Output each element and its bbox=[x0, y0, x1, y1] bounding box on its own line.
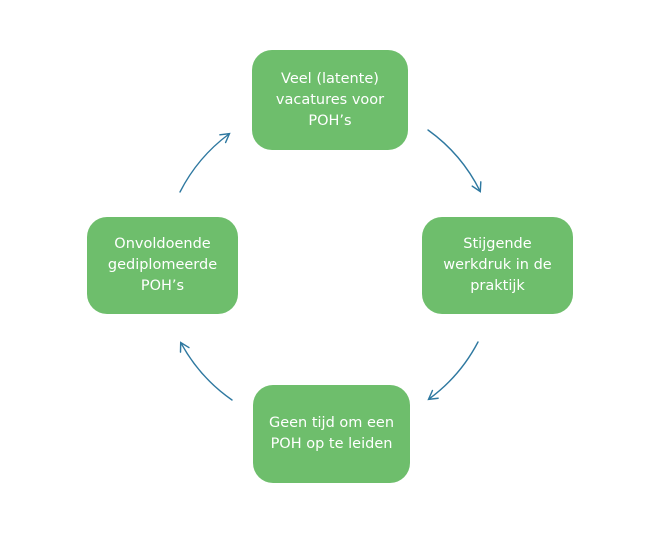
node-top-line-3: POH’s bbox=[308, 112, 352, 129]
cycle-node-bottom: Geen tijd om een POH op te leiden bbox=[253, 385, 410, 483]
arrow-left-to-top-icon bbox=[179, 132, 231, 193]
node-top-line-1: Veel (latente) bbox=[281, 70, 379, 87]
node-left-line-3: POH’s bbox=[140, 278, 185, 294]
node-top-line-2: vacatures voor bbox=[275, 91, 385, 108]
node-left-line-2: gediplomeerde bbox=[107, 257, 218, 273]
node-right-line-2: werkdruk in de bbox=[443, 257, 552, 273]
cycle-node-right: Stijgende werkdruk in de praktijk bbox=[422, 217, 573, 314]
node-left-line-1: Onvoldoende bbox=[114, 236, 211, 252]
arrow-right-to-bottom-icon bbox=[427, 341, 479, 401]
arrow-bottom-to-left-icon bbox=[179, 341, 233, 401]
node-right-line-3: praktijk bbox=[470, 278, 525, 294]
node-bottom-line-2: POH op te leiden bbox=[270, 436, 393, 452]
arrow-top-to-right-icon bbox=[427, 129, 482, 193]
node-bottom-line-1: Geen tijd om een bbox=[268, 415, 395, 431]
cycle-node-left: Onvoldoende gediplomeerde POH’s bbox=[87, 217, 238, 314]
cycle-node-top: Veel (latente) vacatures voor POH’s bbox=[252, 50, 408, 150]
node-right-line-1: Stijgende bbox=[463, 236, 532, 252]
